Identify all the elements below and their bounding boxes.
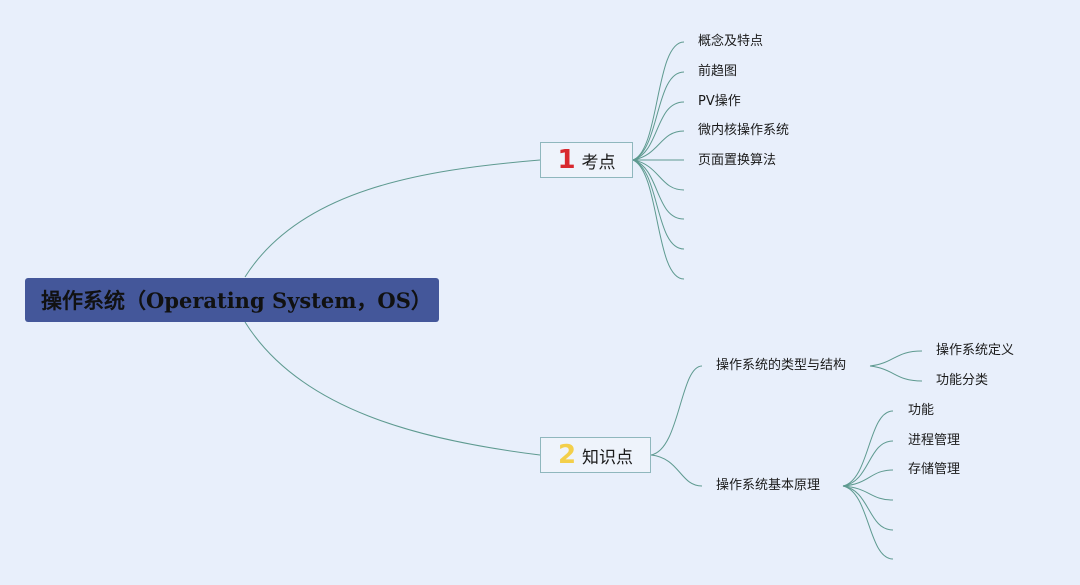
b1-link-8: [632, 159, 685, 250]
branch-label: 考点: [581, 152, 616, 173]
sub2-link-5: [842, 485, 894, 531]
b1-link-2: [632, 71, 685, 161]
root-node[interactable]: 操作系统（Operating System，OS）: [25, 278, 439, 322]
b1-link-6: [632, 159, 685, 191]
root-label: 操作系统（Operating System，OS）: [41, 288, 432, 313]
sub2-link-4: [842, 485, 894, 501]
sub-node-os-basic-principles[interactable]: 操作系统基本原理: [716, 478, 821, 493]
sub2-link-6: [842, 485, 894, 560]
leaf-node[interactable]: 功能: [908, 403, 935, 418]
b1-link-9: [632, 159, 685, 280]
root-to-branch2-link: [244, 321, 541, 456]
leaf-node[interactable]: 进程管理: [908, 433, 961, 448]
leaf-node[interactable]: 微内核操作系统: [698, 123, 790, 138]
sub2-link-1: [842, 410, 894, 487]
b1-link-4: [632, 130, 685, 161]
leaf-node[interactable]: 页面置换算法: [698, 153, 777, 168]
b1-link-3: [632, 101, 685, 161]
b2-link-sub1: [650, 365, 703, 456]
leaf-node[interactable]: 存储管理: [908, 462, 961, 477]
sub2-link-3: [842, 469, 894, 487]
number-2-icon: 2: [557, 440, 577, 470]
leaf-node[interactable]: 功能分类: [936, 373, 989, 388]
branch-node-exam-points[interactable]: 1 考点: [540, 142, 633, 178]
leaf-node[interactable]: 操作系统定义: [936, 343, 1015, 358]
b1-link-7: [632, 159, 685, 220]
number-1-icon: 1: [557, 145, 576, 175]
leaf-node[interactable]: PV操作: [698, 94, 741, 109]
branch-node-knowledge-points[interactable]: 2 知识点: [540, 437, 651, 473]
leaf-node[interactable]: 前趋图: [698, 64, 738, 79]
root-to-branch1-link: [244, 159, 541, 278]
sub2-link-2: [842, 440, 894, 487]
sub1-link-2: [869, 365, 923, 382]
b1-link-1: [632, 41, 685, 161]
sub-node-os-types-structure[interactable]: 操作系统的类型与结构: [716, 358, 847, 373]
branch-label: 知识点: [582, 447, 634, 468]
sub1-link-1: [869, 350, 923, 367]
b2-link-sub2: [650, 454, 703, 487]
leaf-node[interactable]: 概念及特点: [698, 34, 764, 49]
